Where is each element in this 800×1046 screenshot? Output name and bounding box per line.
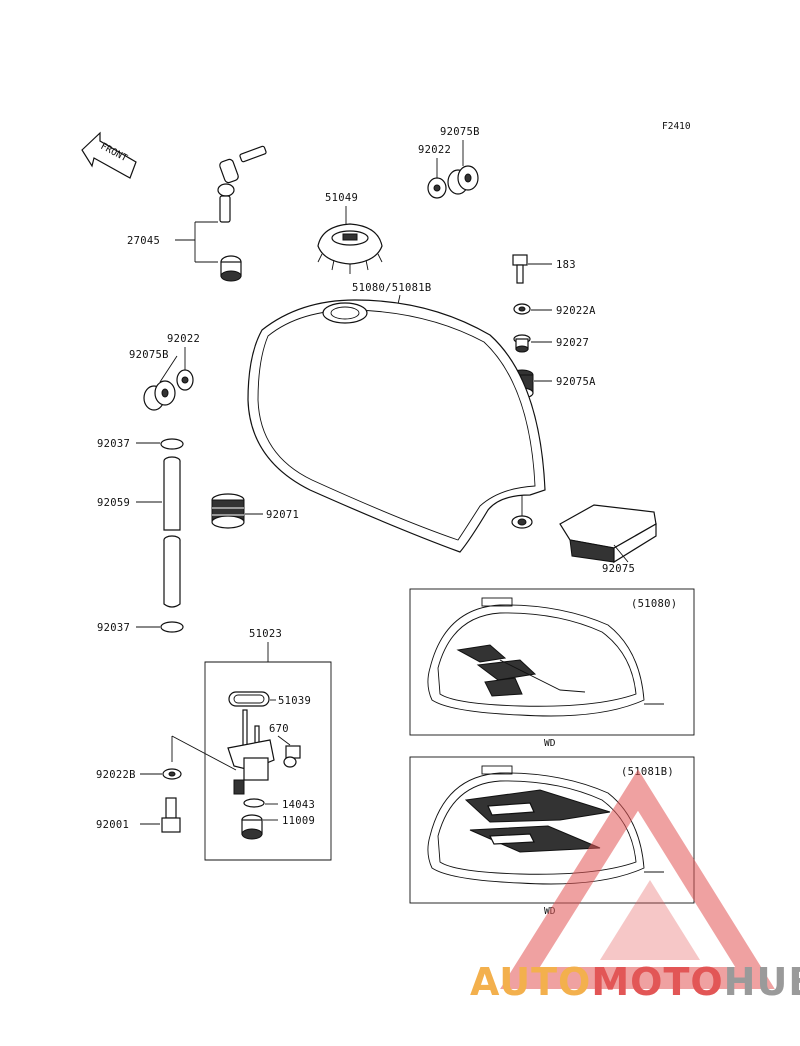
- grommet-icon: [143, 380, 176, 411]
- part-label-51023: 51023: [249, 628, 282, 640]
- part-label-11009: 11009: [282, 815, 315, 827]
- hose-clamp-icon: [160, 438, 184, 450]
- front-arrow-icon: FRONT: [81, 131, 137, 179]
- part-label-27045: 27045: [127, 235, 160, 247]
- o-ring-icon: [243, 798, 265, 808]
- watermark-logo-icon: [500, 769, 775, 989]
- part-label-92075B-left: 92075B: [129, 349, 169, 361]
- part-label-92059: 92059: [97, 497, 130, 509]
- bolt-icon: [512, 254, 528, 284]
- part-label-92001: 92001: [96, 819, 129, 831]
- figure-code: F2410: [662, 121, 691, 132]
- part-label-51039: 51039: [278, 695, 311, 707]
- part-label-51049: 51049: [325, 192, 358, 204]
- part-label-51080-51081B: 51080/51081B: [352, 282, 431, 294]
- part-label-92022-left: 92022: [167, 333, 200, 345]
- fuel-hose-icon: [163, 456, 181, 608]
- hose-clamp-icon: [160, 621, 184, 633]
- watermark-moto: MOTO: [591, 960, 724, 1004]
- inset-panel-51081B: [409, 756, 695, 904]
- part-label-92037-top: 92037: [97, 438, 130, 450]
- inset-caption-51080: WD: [544, 738, 556, 749]
- part-label-183: 183: [556, 259, 576, 271]
- washer-icon: [513, 303, 531, 315]
- part-label-92075: 92075: [602, 563, 635, 575]
- part-label-92022A: 92022A: [556, 305, 596, 317]
- bolt-icon: [161, 797, 181, 833]
- grommet-icon: [447, 165, 479, 195]
- tank-side-graphic-icon: [427, 597, 664, 717]
- fuel-cap-icon: [317, 223, 383, 274]
- watermark-hub: HUB: [723, 960, 800, 1004]
- strainer-icon: [241, 814, 263, 840]
- part-label-14043: 14043: [282, 799, 315, 811]
- tank-pad-icon: [559, 504, 657, 564]
- collar-icon: [513, 334, 531, 353]
- gasket-icon: [228, 691, 270, 707]
- watermark-auto: AUTO: [470, 960, 592, 1004]
- part-label-92071: 92071: [266, 509, 299, 521]
- inset-panel-51080: [409, 588, 695, 736]
- inset-code-51081B: (51081B): [621, 766, 674, 778]
- washer-icon: [176, 369, 194, 391]
- part-label-92027: 92027: [556, 337, 589, 349]
- washer-icon: [162, 768, 182, 780]
- key-cylinder-cap-icon: [220, 255, 242, 282]
- part-label-92022-top: 92022: [418, 144, 451, 156]
- part-label-92075B-top: 92075B: [440, 126, 480, 138]
- inset-code-51080: (51080): [631, 598, 677, 610]
- part-label-670: 670: [269, 723, 289, 735]
- part-label-92022B: 92022B: [96, 769, 136, 781]
- fuel-tap-icon: [227, 709, 275, 795]
- watermark-text: AUTOMOTOHUB: [470, 960, 800, 1004]
- part-label-92075A: 92075A: [556, 376, 596, 388]
- ignition-key-icon: [217, 145, 267, 223]
- fuel-tank-icon: [247, 299, 546, 553]
- rubber-damper-icon: [211, 493, 245, 529]
- part-label-92037-bottom: 92037: [97, 622, 130, 634]
- tap-lever-icon: [283, 745, 301, 768]
- washer-icon: [427, 177, 447, 199]
